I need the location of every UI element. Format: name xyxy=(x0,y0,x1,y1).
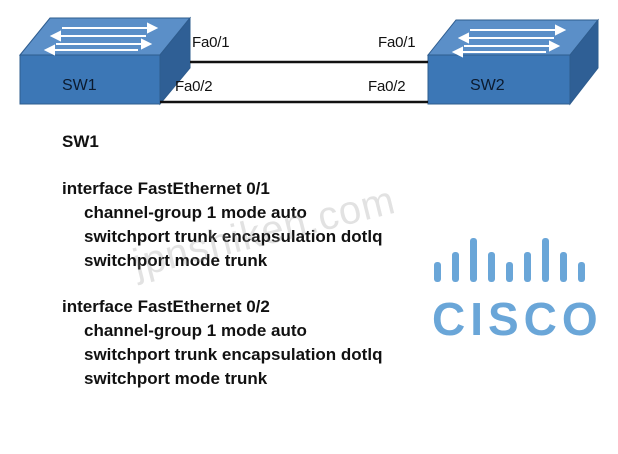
sw2-port-fa0-1: Fa0/1 xyxy=(378,34,416,51)
command-line: switchport mode trunk xyxy=(84,251,268,270)
interface-line: interface FastEthernet 0/2 xyxy=(62,297,270,316)
switch-arrows-icon xyxy=(451,24,567,58)
sw1-port-fa0-1: Fa0/1 xyxy=(192,34,230,51)
network-topology: SW1 SW2 Fa0/1 Fa0/1 Fa0/2 Fa0/2 xyxy=(0,0,618,112)
sw2-label: SW2 xyxy=(470,77,505,94)
cisco-wordmark: CISCO xyxy=(432,293,603,345)
command-line: switchport mode trunk xyxy=(84,369,268,388)
switch-arrows-icon xyxy=(43,22,159,56)
command-line: switchport trunk encapsulation dotlq xyxy=(84,345,383,364)
sw1-label: SW1 xyxy=(62,77,97,94)
sw1-port-fa0-2: Fa0/2 xyxy=(175,78,213,95)
cisco-bars-icon xyxy=(434,238,585,282)
config-listing: SW1 interface FastEthernet 0/1 channel-g… xyxy=(62,130,482,413)
topology-drawing: SW1 SW2 xyxy=(18,16,600,106)
interface-line: interface FastEthernet 0/1 xyxy=(62,179,270,198)
command-line: channel-group 1 mode auto xyxy=(84,321,307,340)
switch-sw1 xyxy=(18,16,192,106)
cisco-logo: CISCO xyxy=(428,232,600,350)
command-line: switchport trunk encapsulation dotlq xyxy=(84,227,383,246)
config-block-fa0-1: interface FastEthernet 0/1 channel-group… xyxy=(62,177,482,273)
sw2-port-fa0-2: Fa0/2 xyxy=(368,78,406,95)
switch-sw2 xyxy=(426,18,600,106)
config-block-fa0-2: interface FastEthernet 0/2 channel-group… xyxy=(62,295,482,391)
command-line: channel-group 1 mode auto xyxy=(84,203,307,222)
config-device-name: SW1 xyxy=(62,132,99,151)
